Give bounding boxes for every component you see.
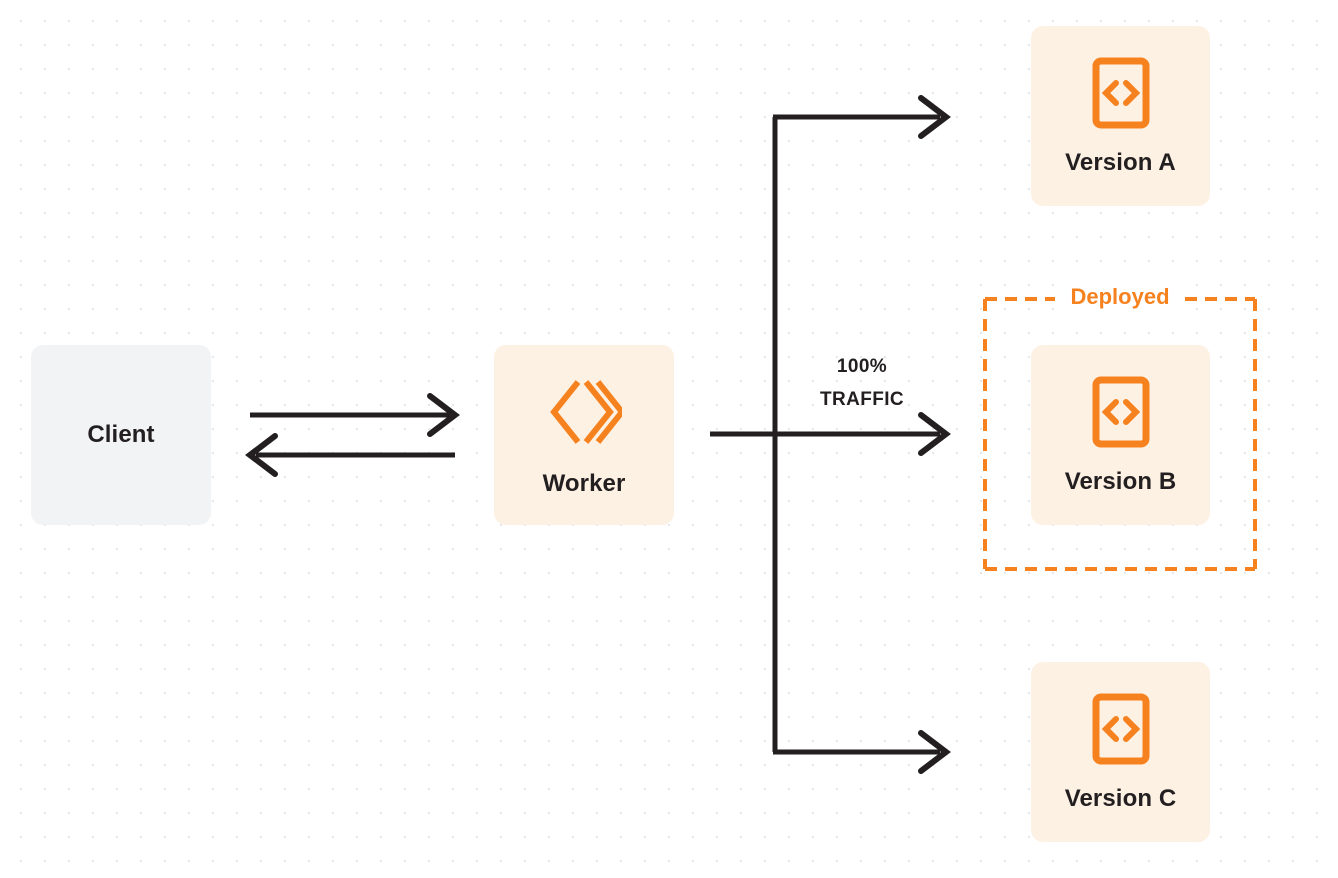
traffic-percent: 100% bbox=[836, 356, 888, 377]
code-file-icon bbox=[1092, 693, 1149, 765]
node-version-b-label: Version B bbox=[1064, 468, 1177, 495]
arrow-client-to-worker bbox=[250, 393, 460, 437]
code-file-icon bbox=[1092, 376, 1149, 448]
code-file-icon bbox=[1092, 57, 1149, 129]
node-worker-label: Worker bbox=[542, 470, 626, 497]
node-client-label: Client bbox=[87, 421, 155, 448]
arrow-worker-to-client bbox=[245, 433, 455, 477]
traffic-label: 100% TRAFFIC bbox=[782, 350, 942, 416]
cloudflare-workers-logo-icon bbox=[550, 380, 622, 444]
arrow-to-version-b bbox=[710, 412, 951, 456]
traffic-word: TRAFFIC bbox=[819, 389, 905, 410]
node-version-c-label: Version C bbox=[1064, 785, 1177, 812]
node-client[interactable]: Client bbox=[31, 345, 211, 525]
arrow-to-version-a bbox=[773, 95, 951, 139]
node-version-b[interactable]: Version B bbox=[1031, 345, 1210, 525]
arrow-to-version-c bbox=[773, 730, 951, 774]
node-version-a-label: Version A bbox=[1065, 149, 1176, 176]
node-version-c[interactable]: Version C bbox=[1031, 662, 1210, 842]
node-worker[interactable]: Worker bbox=[494, 345, 674, 525]
deployed-group-label: Deployed bbox=[1061, 282, 1179, 312]
node-version-a[interactable]: Version A bbox=[1031, 26, 1210, 206]
